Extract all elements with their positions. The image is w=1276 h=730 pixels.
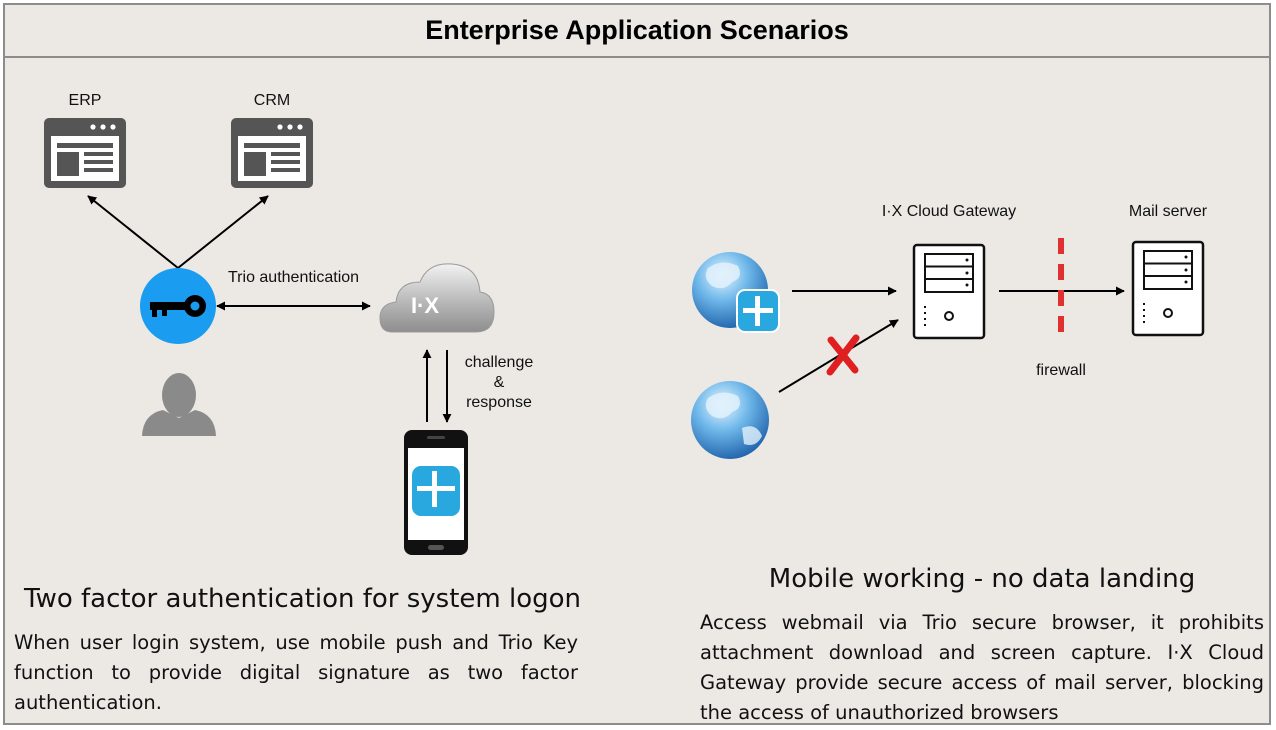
ix-cloud-icon	[379, 263, 495, 333]
mail-server-label: Mail server	[1128, 203, 1208, 220]
trio-auth-label: Trio authentication	[228, 269, 360, 286]
ampersand-label: &	[493, 374, 505, 391]
gateway-label: I·X Cloud Gateway	[881, 203, 1017, 220]
mail-server-icon	[1131, 240, 1205, 337]
trio-key-icon	[140, 268, 216, 344]
response-label: response	[466, 394, 532, 411]
title-bar: Enterprise Application Scenarios	[5, 5, 1269, 58]
ix-cloud-logo: I·X	[410, 293, 440, 318]
crm-window-icon	[231, 118, 313, 188]
left-description: When user login system, use mobile push …	[14, 631, 578, 714]
right-description: Access webmail via Trio secure browser, …	[700, 611, 1264, 724]
right-heading: Mobile working - no data landing	[768, 564, 1196, 594]
firewall-label: firewall	[1036, 362, 1086, 379]
arrow-to-erp	[87, 195, 179, 269]
user-icon	[142, 373, 216, 436]
scenario-frame: Enterprise Application Scenarios	[3, 3, 1271, 725]
crm-label: CRM	[253, 92, 291, 109]
erp-label: ERP	[68, 92, 102, 109]
arrow-to-crm	[177, 195, 269, 269]
challenge-label: challenge	[464, 354, 534, 371]
left-heading: Two factor authentication for system log…	[24, 584, 582, 614]
erp-window-icon	[44, 118, 126, 188]
trio-browser-globe-icon	[692, 252, 780, 333]
page-title: Enterprise Application Scenarios	[425, 15, 849, 45]
gateway-server-icon	[912, 243, 986, 340]
blocked-x-icon	[826, 334, 860, 376]
unauthorized-browser-globe-icon	[691, 381, 769, 459]
smartphone-icon	[404, 430, 468, 555]
